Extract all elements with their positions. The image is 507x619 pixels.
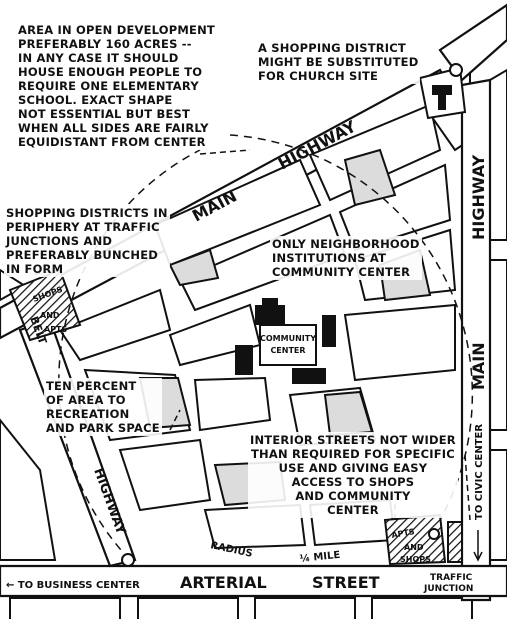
note-interior-line: USE AND GIVING EASY [278,461,428,475]
church-building-icon [432,85,452,110]
note-area-line: PREFERABLY 160 ACRES -- [18,37,192,51]
note-area-line: SCHOOL. EXACT SHAPE [18,93,173,107]
note-interior-streets: INTERIOR STREETS NOT WIDER THAN REQUIRED… [248,432,458,518]
note-recreation-line: TEN PERCENT [46,379,137,393]
note-institutions-line: INSTITUTIONS AT [272,251,387,265]
note-periphery-line: IN FORM [6,262,64,276]
street-label: STREET [312,573,380,592]
arterial-label: ARTERIAL [180,573,267,592]
note-shopping-line: MIGHT BE SUBSTITUTED [258,55,419,69]
down-arrow-icon [473,530,483,562]
note-recreation-line: RECREATION [46,407,130,421]
quarter-mile-radius-circle [58,134,474,561]
arterial-street-road [0,564,507,598]
note-area-line: EQUIDISTANT FROM CENTER [18,135,206,149]
school-building-icon [255,298,285,325]
note-shopping-line: A SHOPPING DISTRICT [258,41,406,55]
note-area-line: IN ANY CASE IT SHOULD [18,51,179,65]
church-building-icon-left [235,345,253,375]
right-highway-label: HIGHWAY [469,154,488,240]
note-periphery-line: PREFERABLY BUNCHED [6,248,159,262]
right-main-label: MAIN [469,342,488,390]
apts-left-label: APTS [44,325,68,334]
note-institutions-line: COMMUNITY CENTER [272,265,411,279]
and-right-label: AND [404,543,424,552]
note-interior-line: AND COMMUNITY [295,489,411,503]
note-area-line: AREA IN OPEN DEVELOPMENT [18,23,215,37]
note-area-line: NOT ESSENTIAL BUT BEST [18,107,191,121]
note-periphery-shopping: SHOPPING DISTRICTS IN PERIPHERY AT TRAFF… [4,205,170,277]
note-area-line: WHEN ALL SIDES ARE FAIRLY [18,121,209,135]
note-interior-line: INTERIOR STREETS NOT WIDER [250,433,456,447]
church-building-icon-right [322,315,336,347]
to-business-center-label: ← TO BUSINESS CENTER [6,580,140,591]
to-civic-center-label: TO CIVIC CENTER [474,424,485,520]
traffic-circle-left [121,553,135,567]
hall-building-icon [292,368,326,384]
note-recreation-line: OF AREA TO [46,393,126,407]
note-interior-line: CENTER [327,503,379,517]
community-label: COMMUNITY [260,334,316,343]
note-recreation-line: AND PARK SPACE [46,421,160,435]
note-area-line: REQUIRE ONE ELEMENTARY [18,79,199,93]
center-label: CENTER [270,346,305,355]
note-institutions: ONLY NEIGHBORHOOD INSTITUTIONS AT COMMUN… [270,236,422,280]
and-left-label: AND [40,311,60,320]
apts-right-label: APTS [391,527,416,540]
note-shopping-line: FOR CHURCH SITE [258,69,379,83]
quarter-mile-label: ¼ MILE [299,549,341,565]
community-center: COMMUNITY CENTER [235,298,336,384]
traffic-label: TRAFFIC [430,573,473,583]
shops-right-label: SHOPS [400,555,431,564]
shop-apartment-areas [8,268,463,566]
traffic-circle-right [428,528,440,540]
note-interior-line: THAN REQUIRED FOR SPECIFIC [250,447,455,461]
note-periphery-line: PERIPHERY AT TRAFFIC [6,220,160,234]
note-area-line: HOUSE ENOUGH PEOPLE TO [18,65,203,79]
note-institutions-line: ONLY NEIGHBORHOOD [272,237,420,251]
traffic-circle-top [449,63,463,77]
right-highway-road [460,78,492,602]
note-area-open-development: AREA IN OPEN DEVELOPMENT PREFERABLY 160 … [16,22,215,150]
note-periphery-line: JUNCTIONS AND [6,234,113,248]
note-interior-line: ACCESS TO SHOPS [291,475,415,489]
note-shopping-district: A SHOPPING DISTRICT MIGHT BE SUBSTITUTED… [256,40,421,84]
junction-label: JUNCTION [423,584,473,594]
note-periphery-line: SHOPPING DISTRICTS IN [6,206,168,220]
note-recreation: TEN PERCENT OF AREA TO RECREATION AND PA… [44,378,162,436]
